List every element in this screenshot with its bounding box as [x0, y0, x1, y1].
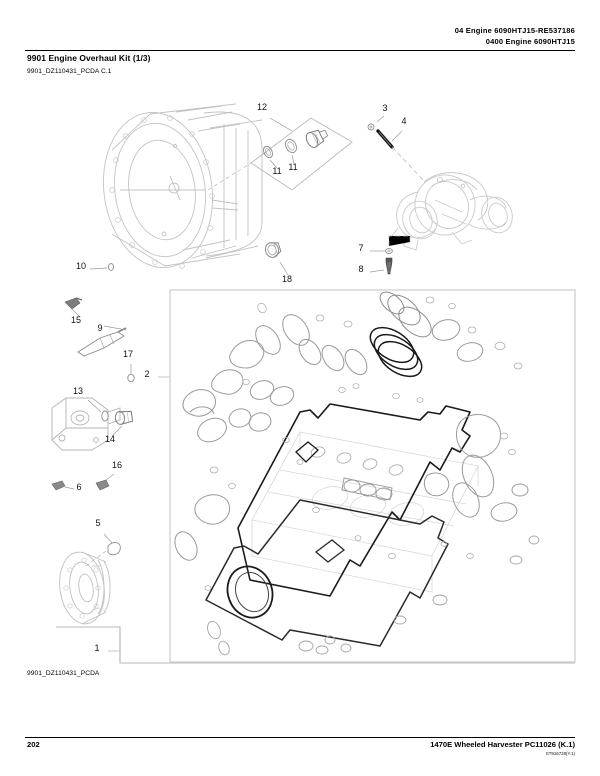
callout-14: 14 — [105, 434, 115, 444]
page-header: 04 Engine 6090HTJ15-RE537186 0400 Engine… — [25, 26, 575, 47]
header-line-2: 0400 Engine 6090HTJ15 — [485, 36, 575, 46]
callout-9: 9 — [97, 323, 102, 333]
kit-outline-box — [56, 626, 575, 664]
gasket-kit-drawing — [174, 291, 540, 656]
part-15-clamp — [64, 297, 83, 318]
callout-11-b: 11 — [288, 162, 297, 172]
part-13-seal — [87, 399, 109, 422]
callout-7: 7 — [358, 243, 363, 253]
callout-4: 4 — [401, 116, 406, 126]
turbocharger — [391, 172, 513, 251]
part-4-stud — [376, 129, 425, 182]
page-subtitle: 9901_DZ110431_PCDA C.1 — [27, 68, 112, 75]
callout-10: 10 — [76, 261, 86, 271]
part-10-plug — [89, 263, 115, 271]
callout-5: 5 — [95, 518, 100, 528]
part-5-damper — [59, 551, 111, 625]
footer-model: 1470E Wheeled Harvester PC11026 (K.1) — [430, 740, 575, 749]
footer-rule — [25, 737, 575, 738]
callout-1: 1 — [94, 643, 99, 653]
callout-6: 6 — [76, 482, 81, 492]
part-5-seal — [85, 533, 121, 567]
part-9-nozzle — [77, 325, 127, 357]
header-line-1: 04 Engine 6090HTJ15-RE537186 — [454, 26, 575, 35]
part-18-bushing — [264, 242, 289, 276]
callout-2: 2 — [144, 369, 149, 379]
callout-12: 12 — [257, 102, 267, 112]
callout-13: 13 — [73, 386, 83, 396]
callout-15: 15 — [71, 315, 81, 325]
callout-numbers: 1 2 3 4 5 6 7 8 9 10 11 11 12 13 14 15 1… — [71, 102, 407, 653]
page-title: 9901 Engine Overhaul Kit (1/3) — [27, 53, 151, 63]
gasket-kit-panel — [169, 289, 576, 663]
flywheel-housing — [102, 103, 263, 269]
page-number: 202 — [27, 740, 40, 749]
part-6-clip — [51, 480, 75, 491]
part-3-washer — [367, 115, 385, 131]
part-17-oring — [127, 364, 135, 383]
part-8-bolt — [369, 235, 411, 275]
part-16-clip — [95, 473, 115, 491]
drawing-id-label: 9901_DZ110431_PCDA — [27, 670, 100, 677]
callout-17: 17 — [123, 349, 133, 359]
callout-11-a: 11 — [272, 166, 281, 176]
head-gasket-outline — [237, 403, 471, 597]
callout-16: 16 — [112, 460, 122, 470]
callout-3: 3 — [382, 103, 387, 113]
detail-inset-12 — [207, 117, 353, 191]
part-14-fitting — [111, 410, 134, 437]
footer-code: ST916728(Y.1) — [545, 751, 575, 756]
callout-8: 8 — [358, 264, 363, 274]
header-rule — [25, 50, 575, 51]
part-13-14-pump — [51, 397, 121, 451]
part-7-washer — [370, 248, 393, 254]
callout-18: 18 — [282, 274, 292, 284]
pan-gasket-outline — [205, 499, 449, 647]
